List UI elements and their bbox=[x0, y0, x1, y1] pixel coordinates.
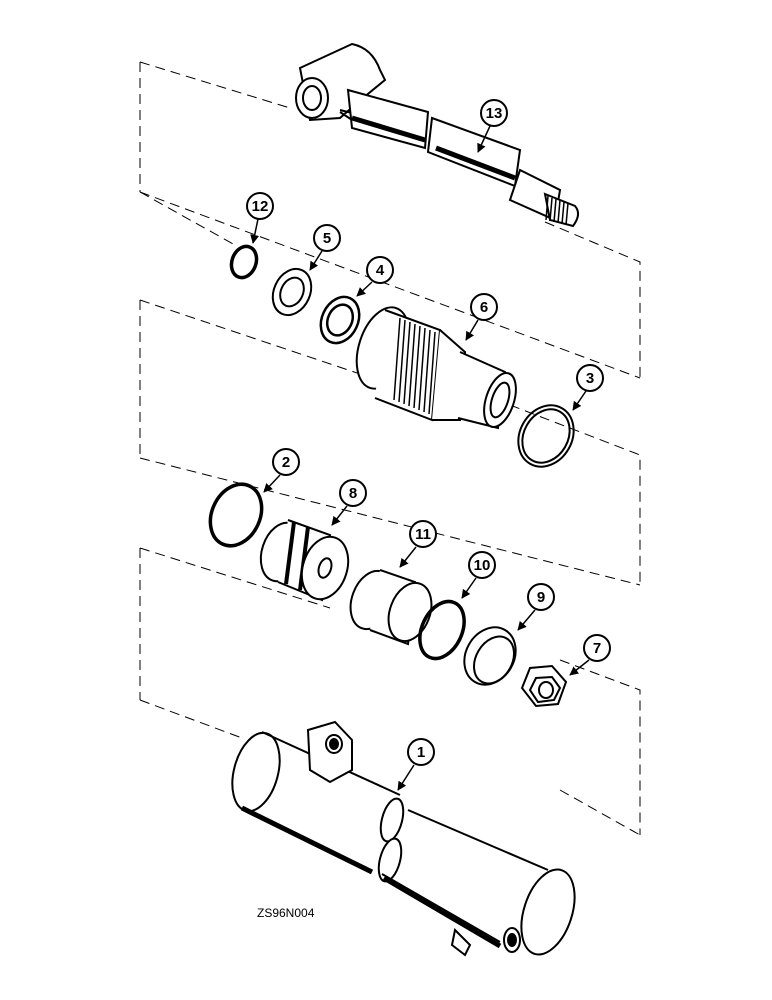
callout-2: 2 bbox=[263, 448, 300, 493]
callout-3-number: 3 bbox=[586, 370, 594, 387]
callout-9: 9 bbox=[517, 583, 555, 631]
callout-12-number: 12 bbox=[252, 198, 269, 215]
callout-10: 10 bbox=[461, 551, 496, 599]
callout-13: 13 bbox=[477, 99, 508, 153]
wiper-seal bbox=[271, 267, 313, 317]
callout-7-number: 7 bbox=[593, 640, 601, 657]
callout-1-number: 1 bbox=[417, 744, 425, 761]
small-o-ring bbox=[229, 244, 259, 280]
callout-11: 11 bbox=[399, 520, 437, 568]
wear-ring bbox=[349, 569, 433, 646]
callout-10-number: 10 bbox=[474, 557, 491, 574]
callout-9-number: 9 bbox=[537, 589, 545, 606]
callout-4-number: 4 bbox=[376, 262, 385, 279]
piston bbox=[259, 519, 350, 602]
gland-o-ring bbox=[208, 482, 264, 548]
cylinder-barrel bbox=[231, 720, 576, 957]
callout-8: 8 bbox=[331, 479, 367, 526]
callout-12: 12 bbox=[246, 192, 274, 244]
piston-o-ring bbox=[418, 599, 466, 661]
lock-nut bbox=[520, 664, 568, 708]
callout-5: 5 bbox=[309, 224, 341, 271]
backup-ring bbox=[517, 404, 575, 468]
callout-6-number: 6 bbox=[480, 299, 488, 316]
piston-seal bbox=[463, 626, 517, 686]
callout-13-number: 13 bbox=[486, 105, 503, 122]
callout-5-number: 5 bbox=[323, 230, 331, 247]
figure-code: ZS96N004 bbox=[257, 906, 315, 920]
piston-rod bbox=[295, 42, 579, 228]
callout-6: 6 bbox=[465, 293, 498, 341]
gland bbox=[355, 306, 517, 430]
callout-3: 3 bbox=[572, 364, 604, 411]
callout-8-number: 8 bbox=[349, 485, 357, 502]
callout-4: 4 bbox=[356, 256, 394, 297]
callout-7: 7 bbox=[569, 634, 611, 676]
callout-11-number: 11 bbox=[415, 526, 431, 543]
rod-seal bbox=[319, 295, 361, 345]
callout-1: 1 bbox=[397, 738, 435, 791]
callout-2-number: 2 bbox=[282, 454, 290, 471]
alignment-lines bbox=[139, 61, 641, 836]
